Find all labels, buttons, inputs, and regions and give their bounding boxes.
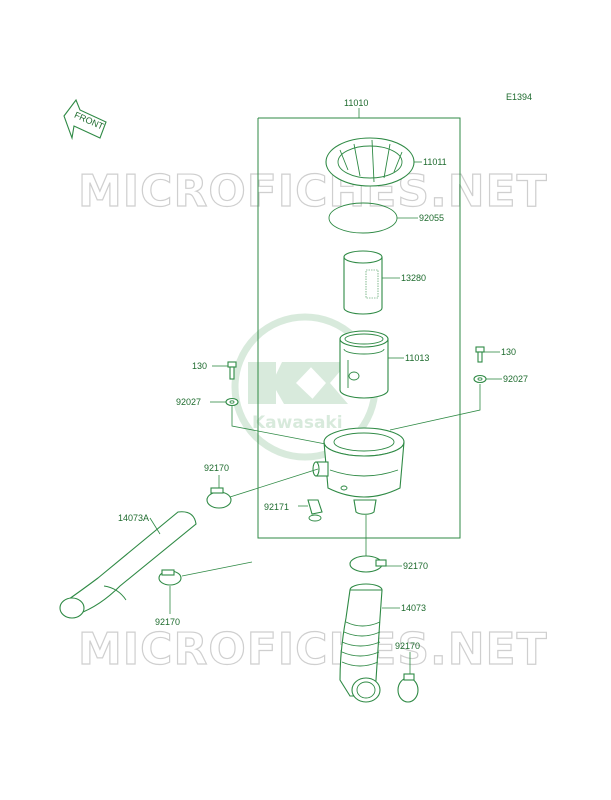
front-arrow-icon: FRONT — [63, 98, 107, 141]
part-oring-92055 — [328, 202, 418, 234]
part-bolt-130-right — [475, 346, 500, 363]
watermark-top: MICROFICHES.NET — [78, 166, 548, 217]
label-130-right: 130 — [501, 347, 516, 357]
label-92170-a: 92170 — [204, 463, 229, 473]
part-duct-14073A — [59, 511, 197, 619]
part-bolt-130-left — [212, 361, 237, 380]
label-130-left: 130 — [192, 361, 207, 371]
label-11010: 11010 — [344, 98, 368, 108]
part-element-13280 — [343, 250, 400, 315]
part-clamp-92170-c — [349, 515, 402, 573]
label-92171: 92171 — [264, 502, 289, 512]
part-clamp-92170-b — [158, 561, 253, 614]
label-11011: 11011 — [423, 157, 447, 167]
part-cap-11011 — [325, 137, 422, 187]
label-92170-c: 92170 — [403, 561, 428, 571]
label-92170-d: 92170 — [395, 641, 420, 651]
label-13280: 13280 — [401, 273, 426, 283]
part-washer-92027-right — [389, 374, 502, 431]
watermark-bottom: MICROFICHES.NET — [78, 624, 548, 675]
assembly-box — [257, 117, 461, 539]
part-filter-11013 — [339, 330, 404, 399]
label-92027-right: 92027 — [503, 374, 528, 384]
label-14073: 14073 — [401, 603, 426, 613]
part-housing — [312, 427, 405, 515]
label-92170-b: 92170 — [155, 617, 180, 627]
part-clamp-92170-a — [206, 468, 319, 509]
label-14073A: 14073A — [118, 513, 149, 523]
part-washer-92027-left — [210, 397, 337, 447]
label-92055: 92055 — [419, 213, 444, 223]
logo-text: Kawasaki — [252, 413, 343, 433]
part-clamp-92170-d — [397, 652, 419, 703]
part-bellows-14073 — [339, 583, 400, 703]
label-11013: 11013 — [405, 353, 429, 363]
diagram-code: E1394 — [506, 92, 532, 102]
label-92027-left: 92027 — [176, 397, 201, 407]
part-clip-92171 — [298, 499, 323, 522]
